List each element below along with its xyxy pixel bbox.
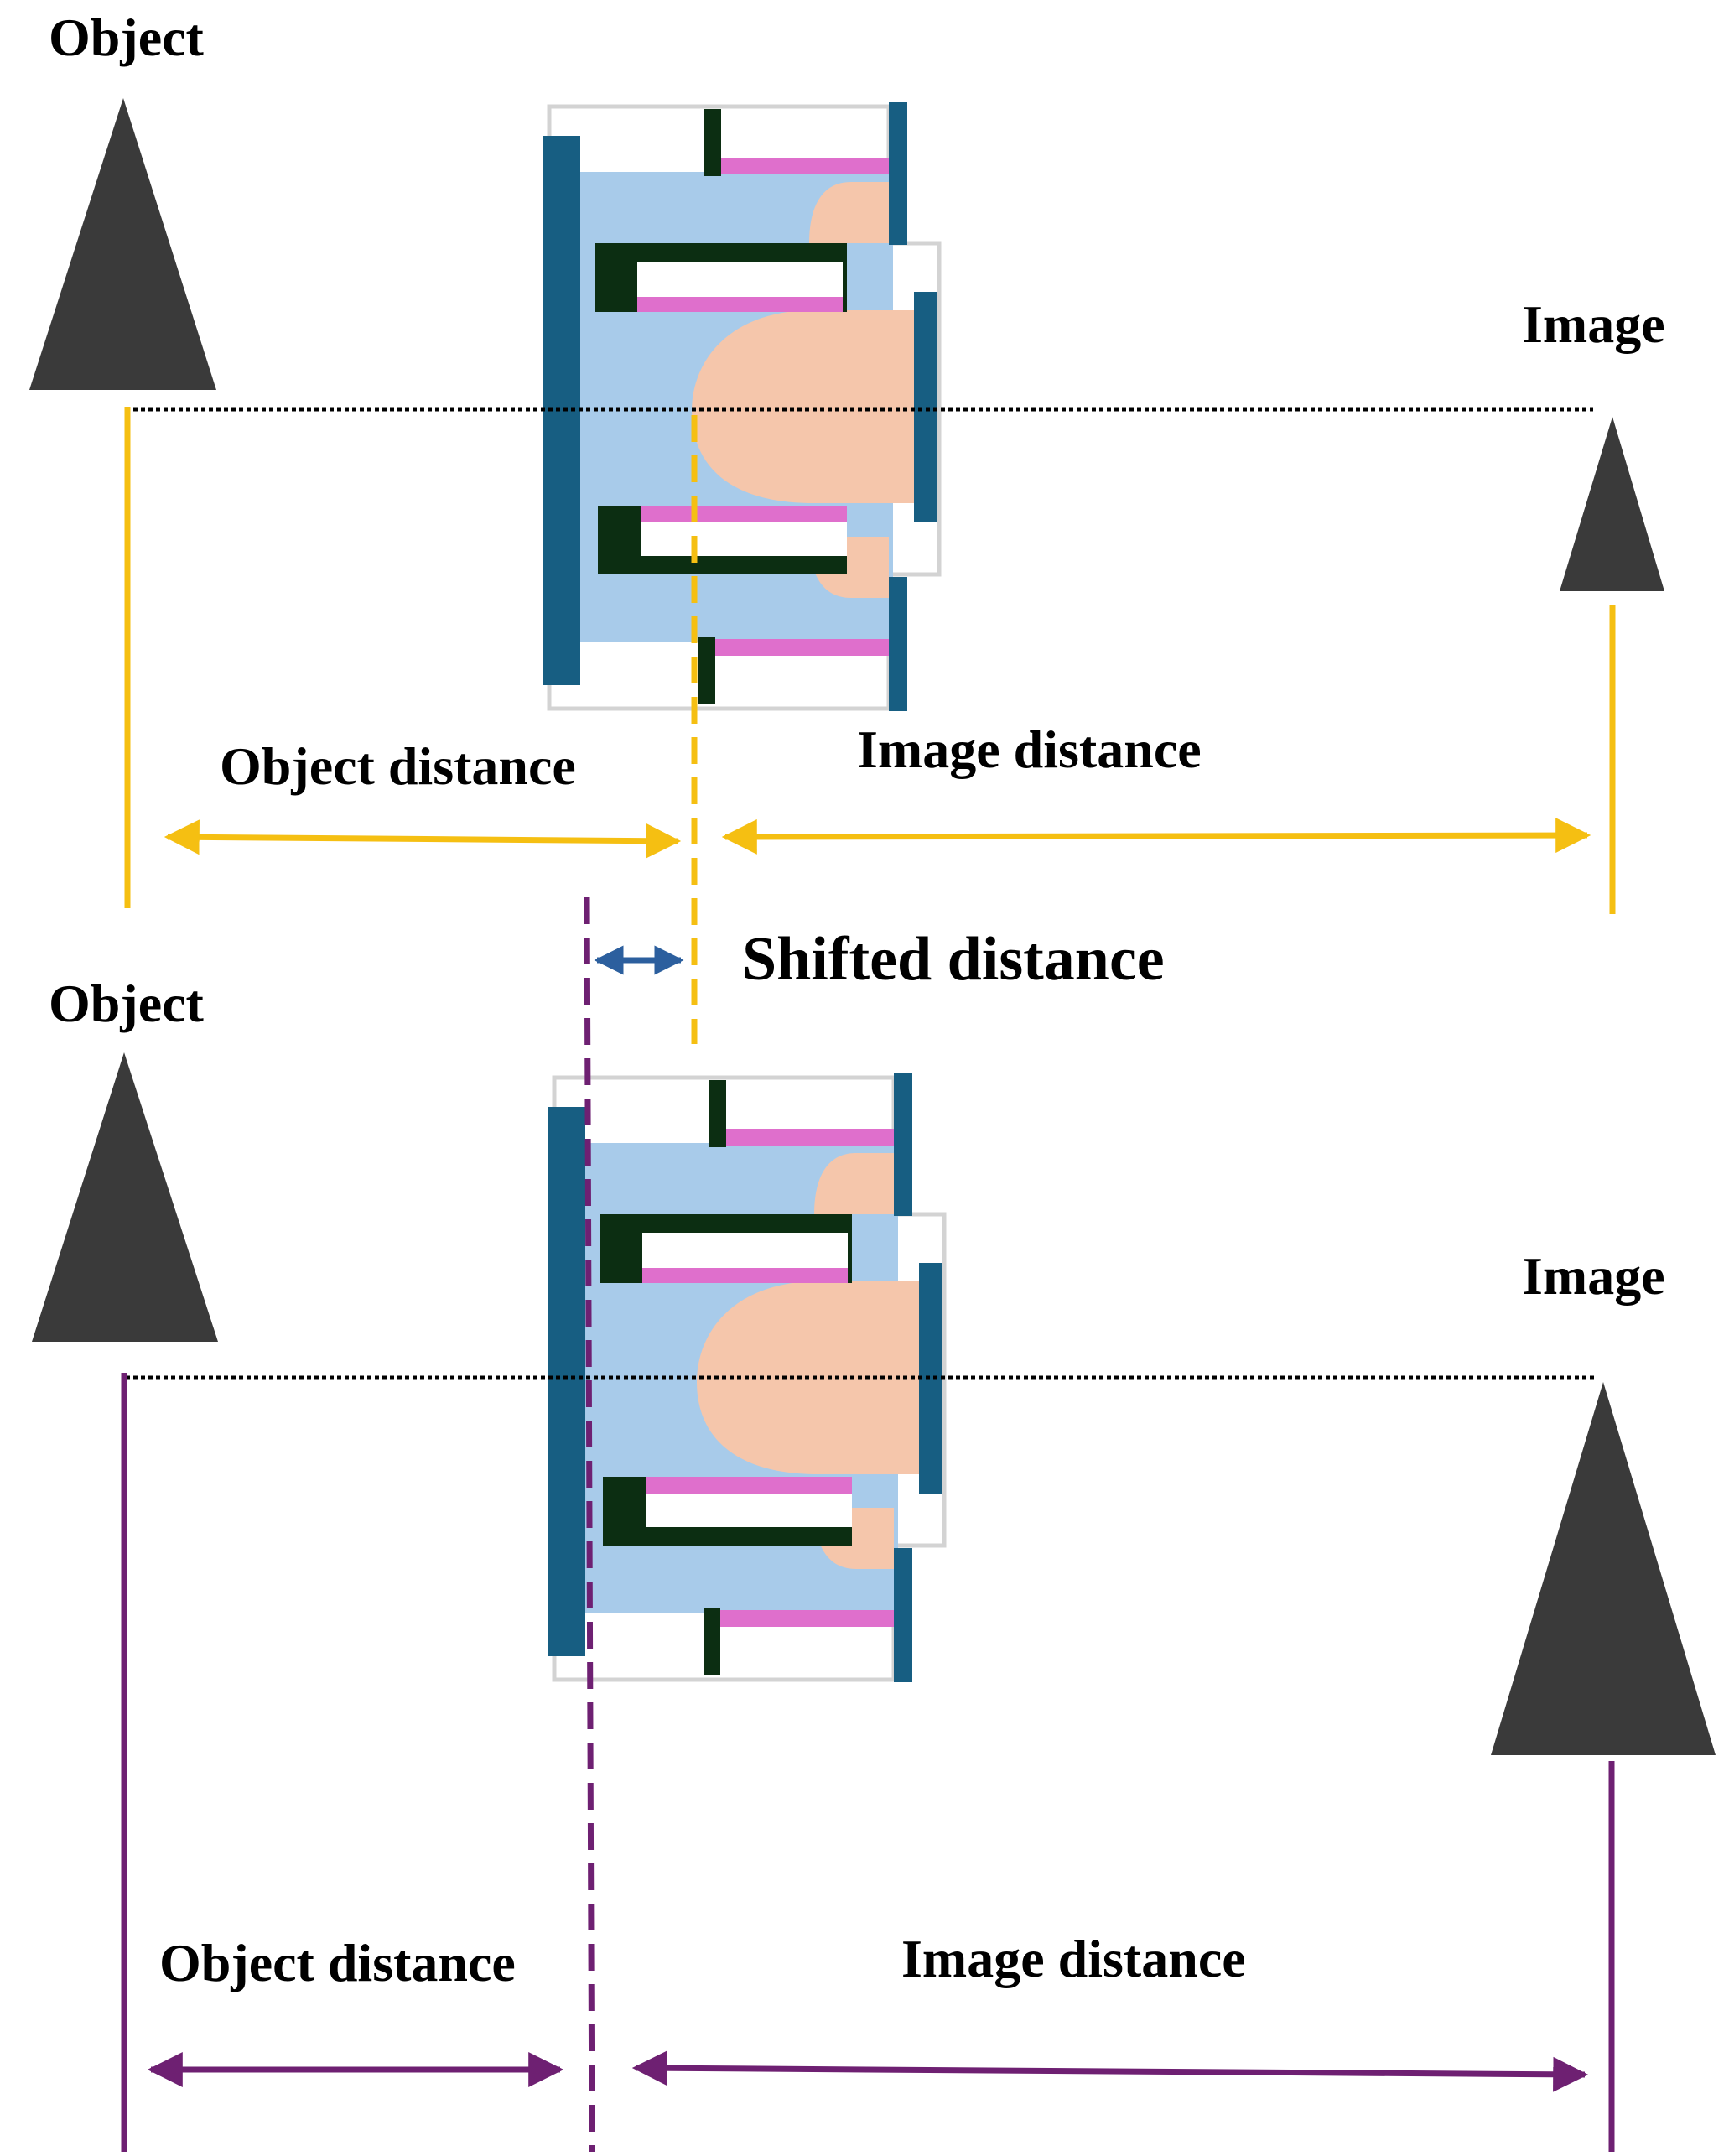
top-object-distance-label: Object distance	[220, 736, 576, 796]
image-triangle-icon	[1491, 1382, 1716, 1755]
bottom-panel: Object Image Object distance Image dista…	[32, 896, 1716, 2153]
top-image-distance-label: Image distance	[857, 720, 1202, 779]
bottom-image-label: Image	[1522, 1246, 1665, 1306]
lens-reference-line-bottom	[584, 896, 595, 2153]
object-triangle-icon	[29, 98, 216, 390]
bottom-object-distance-label: Object distance	[159, 1933, 516, 1992]
image-triangle-icon	[1560, 417, 1664, 591]
bottom-image-distance-label: Image distance	[901, 1929, 1246, 1988]
image-distance-arrow-top	[721, 818, 1591, 855]
object-triangle-icon	[32, 1052, 218, 1342]
liquid-lens-top	[543, 102, 939, 711]
top-object-label: Object	[49, 8, 205, 67]
image-distance-arrow-bottom	[631, 2050, 1589, 2092]
shift-indicator: Shifted distance	[594, 925, 1165, 994]
bottom-object-label: Object	[49, 974, 205, 1033]
shifted-distance-label: Shifted distance	[742, 925, 1165, 994]
top-image-label: Image	[1522, 294, 1665, 354]
top-panel: Object Image Object distance Image dista…	[29, 8, 1665, 1044]
object-distance-arrow-top	[164, 819, 682, 859]
